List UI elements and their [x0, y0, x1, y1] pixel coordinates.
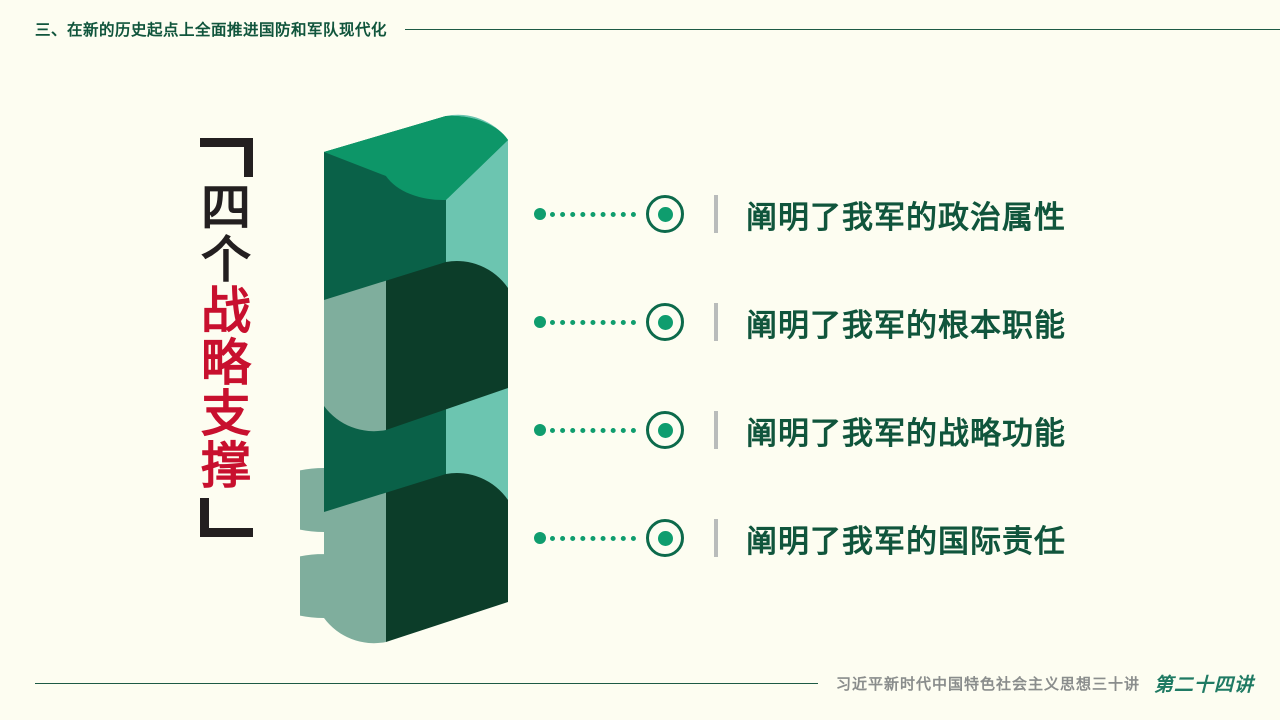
item-divider [714, 519, 718, 557]
dotted-connector-icon [550, 535, 636, 541]
footer-series-label: 习近平新时代中国特色社会主义思想三十讲 [835, 675, 1140, 693]
stacked-blocks-svg [300, 114, 508, 644]
header-divider-line [405, 28, 1280, 30]
lead-dot-icon [534, 532, 546, 544]
list-item[interactable]: 阐明了我军的政治属性 [534, 160, 1234, 268]
stacked-blocks-illustration [300, 70, 540, 650]
vertical-title-block: 四 个 战 略 支 撑 [186, 138, 266, 558]
dotted-connector-icon [550, 211, 636, 217]
page-title: 三、在新的历史起点上全面推进国防和军队现代化 [35, 22, 388, 39]
vertical-title-char: 略 [201, 333, 251, 392]
ring-marker-icon [646, 303, 684, 341]
list-item[interactable]: 阐明了我军的国际责任 [534, 484, 1234, 592]
vertical-title-char: 四 [201, 179, 251, 237]
list-item[interactable]: 阐明了我军的战略功能 [534, 376, 1234, 484]
ring-marker-icon [646, 411, 684, 449]
list-item[interactable]: 阐明了我军的根本职能 [534, 268, 1234, 376]
dotted-connector-icon [550, 427, 636, 433]
vertical-title-char: 支 [201, 385, 251, 443]
vertical-title-characters: 四 个 战 略 支 撑 [201, 179, 251, 495]
ring-core-icon [657, 314, 673, 330]
vertical-title-char: 撑 [201, 436, 251, 495]
item-divider [714, 411, 718, 449]
ring-marker-icon [646, 519, 684, 557]
ring-core-icon [657, 530, 673, 546]
vertical-title-char: 个 [201, 230, 251, 289]
list-item-label: 阐明了我军的政治属性 [746, 199, 1066, 236]
bullet-list: 阐明了我军的政治属性 阐明了我军的根本职能 阐明了我军的战略功能 阐明了我军的国… [534, 160, 1234, 592]
ring-core-icon [657, 206, 673, 222]
open-bracket-icon [199, 138, 253, 177]
lead-dot-icon [534, 316, 546, 328]
lead-dot-icon [534, 424, 546, 436]
slide-footer: 习近平新时代中国特色社会主义思想三十讲 第二十四讲 [0, 666, 1280, 700]
ring-marker-icon [646, 195, 684, 233]
lead-dot-icon [534, 208, 546, 220]
list-item-label: 阐明了我军的根本职能 [746, 307, 1066, 344]
slide-header: 三、在新的历史起点上全面推进国防和军队现代化 [0, 14, 1280, 44]
list-item-label: 阐明了我军的国际责任 [746, 523, 1066, 560]
dotted-connector-icon [550, 319, 636, 325]
vertical-title-char: 战 [201, 282, 251, 340]
footer-divider-line [35, 682, 818, 684]
ring-core-icon [657, 422, 673, 438]
list-item-label: 阐明了我军的战略功能 [746, 415, 1066, 452]
item-divider [714, 195, 718, 233]
footer-lecture-label: 第二十四讲 [1153, 673, 1254, 696]
item-divider [714, 303, 718, 341]
close-bracket-icon [199, 498, 253, 537]
block-top [324, 114, 508, 300]
